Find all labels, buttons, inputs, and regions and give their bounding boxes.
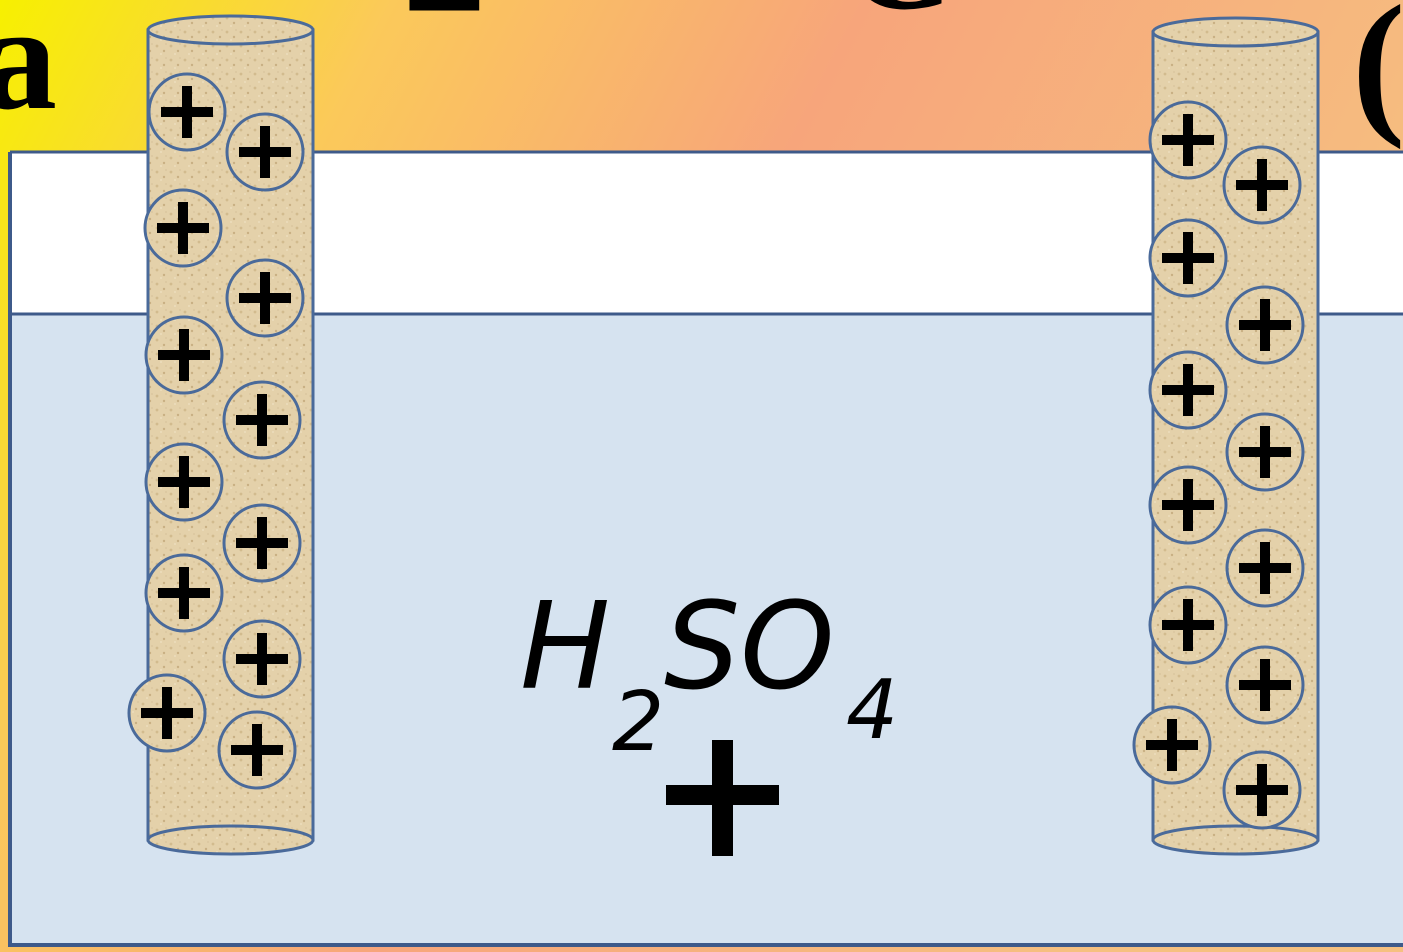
left-electrode-ion-4 xyxy=(225,258,305,338)
formula-subscript-1: 2 xyxy=(612,675,664,770)
left-electrode-ion-2 xyxy=(225,112,305,192)
left-electrode-ion-8 xyxy=(222,503,302,583)
right-electrode-top xyxy=(1151,16,1320,48)
right-electrode-ion-12 xyxy=(1222,750,1302,830)
left-electrode xyxy=(127,14,315,856)
title-fragment-1: а xyxy=(0,0,57,141)
left-electrode-ion-1 xyxy=(147,72,227,152)
left-electrode-top xyxy=(146,14,315,46)
right-electrode-ion-8 xyxy=(1225,528,1305,608)
right-electrode-ions xyxy=(1132,100,1305,830)
formula-subscript-2: 4 xyxy=(846,663,898,758)
formula-base: H xyxy=(520,578,610,717)
vessel-outline xyxy=(8,152,1403,947)
right-electrode-ion-11 xyxy=(1132,705,1212,785)
electrolyte-formula: H 2 SO 4 xyxy=(520,578,898,770)
right-electrode-ion-3 xyxy=(1148,218,1228,298)
left-electrode-ion-9 xyxy=(144,553,224,633)
right-electrode xyxy=(1132,16,1320,856)
left-electrode-ion-7 xyxy=(144,442,224,522)
left-electrode-ion-5 xyxy=(144,315,224,395)
title-fragment-4: ( xyxy=(1352,0,1403,150)
right-electrode-ion-6 xyxy=(1225,412,1305,492)
right-electrode-ion-1 xyxy=(1148,100,1228,180)
left-electrode-ion-6 xyxy=(222,380,302,460)
right-electrode-ion-2 xyxy=(1222,145,1302,225)
left-electrode-ions xyxy=(127,72,305,790)
title-fragment-2: = xyxy=(402,0,487,73)
right-electrode-ion-7 xyxy=(1148,465,1228,545)
left-electrode-ion-11 xyxy=(127,673,207,753)
left-electrode-ion-3 xyxy=(143,188,223,268)
formula-mid: SO xyxy=(664,578,835,717)
left-electrode-ion-12 xyxy=(217,710,297,790)
right-electrode-ion-4 xyxy=(1225,285,1305,365)
right-electrode-ion-5 xyxy=(1148,350,1228,430)
title-fragment-3: С xyxy=(845,0,953,41)
right-electrode-ion-10 xyxy=(1225,645,1305,725)
electrolyte-charge-sign xyxy=(666,740,779,856)
left-electrode-ion-10 xyxy=(222,619,302,699)
left-electrode-bottom xyxy=(146,824,315,856)
right-electrode-ion-9 xyxy=(1148,585,1228,665)
right-electrode-bottom xyxy=(1151,824,1320,856)
